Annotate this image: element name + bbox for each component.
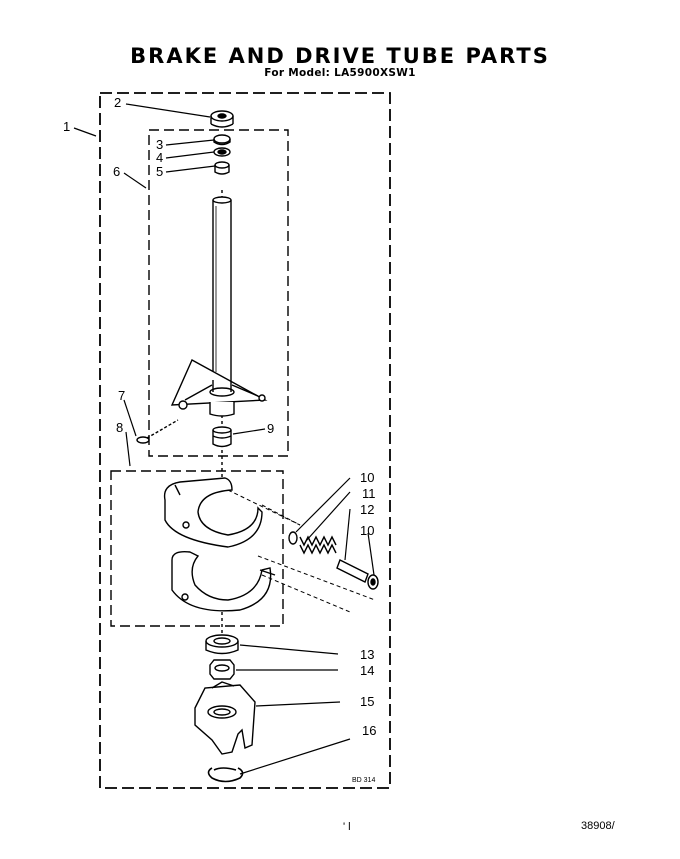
callout-10a: 10 bbox=[360, 470, 375, 485]
document-number: 38908/ bbox=[581, 820, 615, 832]
leader-12 bbox=[344, 508, 351, 561]
part-14-bearing bbox=[209, 659, 235, 680]
model-line: For Model: LA5900XSW1 bbox=[264, 67, 416, 79]
part-16-snap-ring bbox=[207, 767, 244, 783]
leader-1 bbox=[73, 127, 97, 137]
leader-6 bbox=[123, 172, 147, 189]
assembly-boundary-drive-tube bbox=[148, 129, 289, 457]
page-mark: ' l bbox=[343, 821, 351, 833]
callout-8: 8 bbox=[116, 420, 124, 435]
part-7-clip bbox=[136, 419, 179, 444]
part-6-drive-tube bbox=[170, 196, 268, 417]
assembly-boundary-brake bbox=[110, 470, 284, 627]
leader-7 bbox=[123, 399, 137, 437]
diagram-title: BRAKE AND DRIVE TUBE PARTS bbox=[130, 44, 550, 68]
drawing-code: BD 314 bbox=[352, 777, 376, 784]
callout-14: 14 bbox=[360, 663, 375, 678]
part-5-bushing bbox=[214, 161, 230, 175]
part-13-ring bbox=[205, 634, 239, 655]
part-10-washer-front bbox=[288, 531, 298, 545]
callout-4: 4 bbox=[156, 150, 164, 165]
leader-11 bbox=[305, 491, 351, 542]
leader-13 bbox=[239, 644, 339, 655]
leader-5 bbox=[165, 165, 216, 173]
callout-11: 11 bbox=[362, 486, 376, 501]
part-11-spring bbox=[299, 535, 337, 555]
part-15-drive-bracket bbox=[194, 681, 256, 755]
callout-12: 12 bbox=[360, 502, 375, 517]
part-9-bushing bbox=[212, 426, 232, 448]
leader-15 bbox=[255, 701, 341, 707]
part-2-nut bbox=[210, 110, 234, 128]
callout-2: 2 bbox=[114, 95, 122, 110]
callout-1: 1 bbox=[63, 119, 71, 134]
assembly-boundary-outer bbox=[99, 92, 391, 789]
leader-3 bbox=[165, 139, 215, 146]
part-3-washer bbox=[213, 134, 231, 146]
callout-13: 13 bbox=[360, 647, 375, 662]
callout-15: 15 bbox=[360, 694, 375, 709]
callout-7: 7 bbox=[118, 388, 126, 403]
leader-10a bbox=[295, 477, 351, 533]
callout-10b: 10 bbox=[360, 523, 375, 538]
callout-9: 9 bbox=[267, 421, 275, 436]
leader-8 bbox=[125, 431, 131, 467]
brake-shoe-upper bbox=[163, 477, 263, 548]
part-12-pin bbox=[336, 559, 369, 583]
leader-4 bbox=[165, 151, 215, 159]
brake-shoe-lower bbox=[171, 550, 276, 612]
callout-5: 5 bbox=[156, 164, 164, 179]
part-10-washer-rear bbox=[367, 574, 379, 590]
callout-3: 3 bbox=[156, 137, 164, 152]
leader-10b bbox=[367, 532, 375, 576]
callout-16: 16 bbox=[362, 723, 377, 738]
leader-2 bbox=[125, 103, 211, 118]
leader-16 bbox=[239, 738, 351, 775]
callout-6: 6 bbox=[113, 164, 121, 179]
leader-9 bbox=[232, 428, 266, 435]
part-4-seal bbox=[213, 147, 231, 157]
